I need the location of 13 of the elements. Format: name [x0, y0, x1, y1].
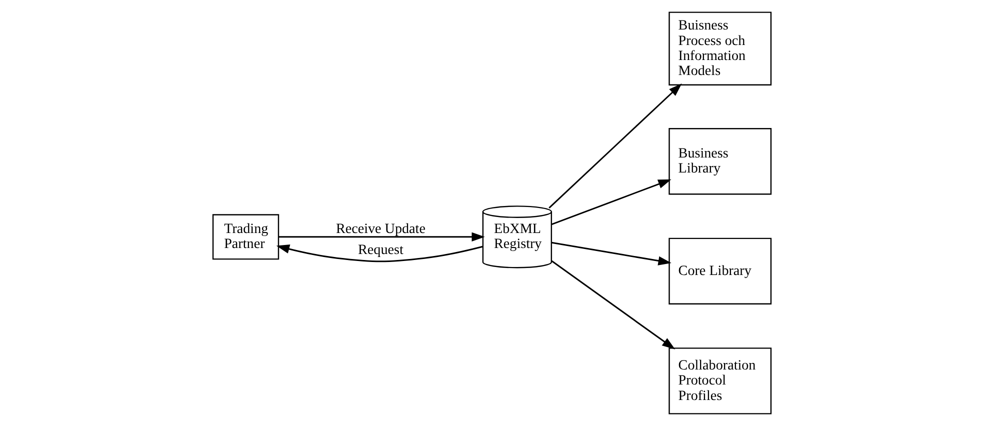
arrow: [551, 260, 676, 350]
edge-label: Request: [358, 242, 404, 258]
node-box: Trading Partner: [212, 214, 280, 260]
arrow: [276, 244, 483, 262]
arrow: [552, 242, 672, 266]
node-box: Collaboration Protocol Profiles: [668, 348, 772, 414]
arrow: [278, 232, 485, 242]
node-box: Buisness Process och Information Models: [668, 12, 772, 86]
edge-label: Receive Update: [336, 221, 426, 238]
arrow: [548, 84, 682, 208]
node-box: Business Library: [668, 128, 772, 195]
arrow: [552, 179, 672, 225]
node-box: Core Library: [668, 238, 772, 304]
